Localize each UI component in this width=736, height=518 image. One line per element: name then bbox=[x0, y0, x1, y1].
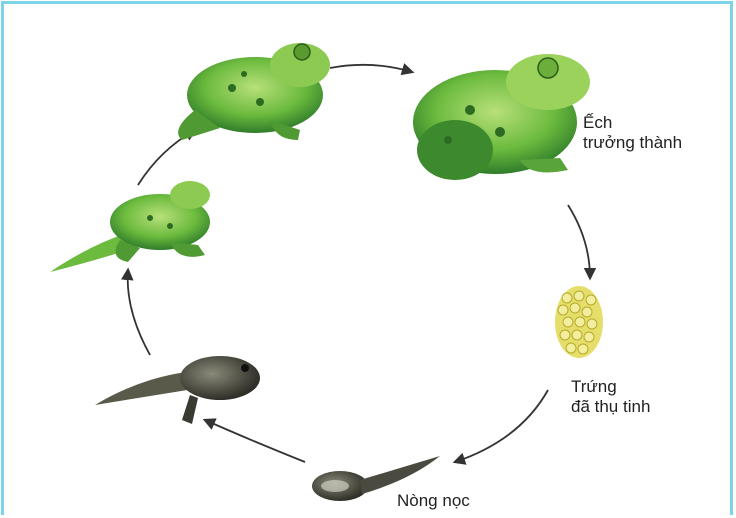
label-adult-frog-line1: Ếch bbox=[583, 113, 682, 133]
label-adult-frog-line2: trưởng thành bbox=[583, 133, 682, 153]
label-tadpole-text: Nòng nọc bbox=[397, 491, 470, 511]
arrow-adult-to-eggs bbox=[568, 205, 590, 278]
egg-cluster-icon bbox=[555, 286, 603, 358]
arrow-legs-to-froglet bbox=[128, 270, 150, 355]
froglet-tail-icon bbox=[50, 181, 210, 272]
label-adult-frog: Ếch trưởng thành bbox=[583, 113, 682, 153]
tadpole-legs-icon bbox=[95, 356, 260, 424]
label-eggs-line2: đã thụ tinh bbox=[571, 397, 650, 417]
adult-frog-icon bbox=[413, 54, 590, 180]
label-fertilized-eggs: Trứng đã thụ tinh bbox=[571, 377, 650, 417]
arrow-tadpole-to-legs bbox=[205, 420, 305, 462]
arrow-young-to-adult bbox=[330, 65, 412, 72]
arrow-eggs-to-tadpole bbox=[455, 390, 548, 462]
label-eggs-line1: Trứng bbox=[571, 377, 650, 397]
young-frog-icon bbox=[178, 43, 330, 140]
label-tadpole: Nòng nọc bbox=[397, 491, 470, 511]
